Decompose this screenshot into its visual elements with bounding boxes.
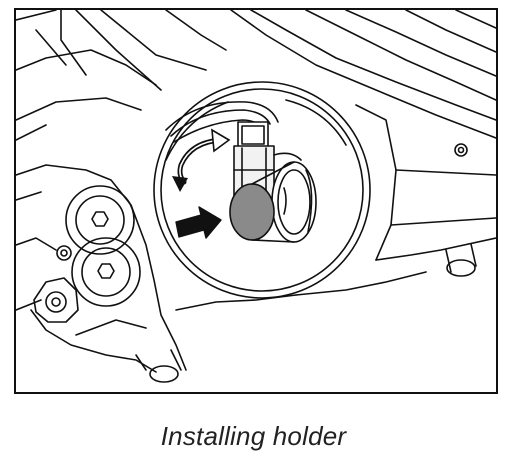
holder-assembly bbox=[165, 101, 317, 243]
push-arrow-icon bbox=[175, 206, 222, 239]
housing-right bbox=[175, 104, 496, 311]
illustration-frame bbox=[14, 8, 498, 394]
housing-left bbox=[16, 164, 187, 383]
rotate-arrow-icon bbox=[172, 128, 231, 192]
headlamp-illustration bbox=[16, 10, 496, 383]
housing-top bbox=[16, 10, 496, 141]
bulb-opening bbox=[153, 81, 371, 299]
figure-caption: Installing holder bbox=[160, 421, 347, 451]
